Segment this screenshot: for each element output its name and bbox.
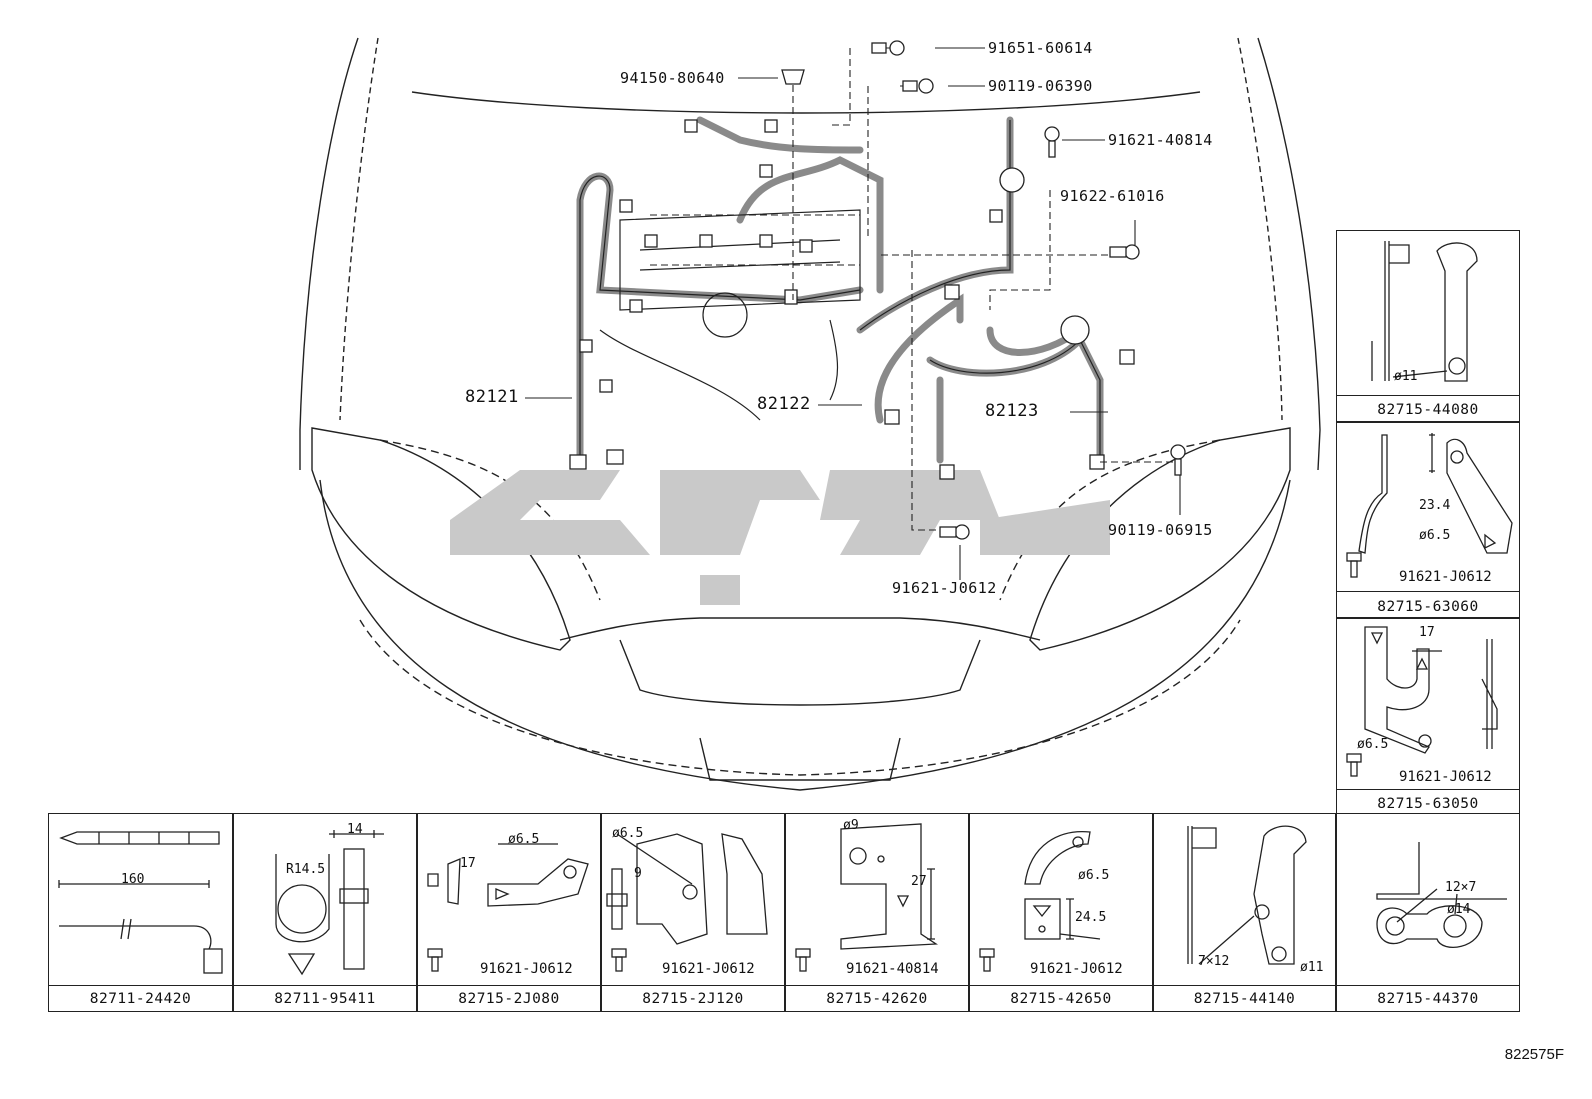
bracket-drawing [1371, 241, 1478, 382]
bolt-label: 91621-J0612 [662, 961, 755, 977]
bracket-drawing [1346, 626, 1498, 777]
right-panel-1: ø11 82715-44080 [1336, 230, 1520, 422]
bracket-drawing [1346, 433, 1513, 578]
bottom-panel-1: 160 82711-24420 [48, 813, 233, 1012]
right-panel-2: 23.4 ø6.5 91621-J0612 82715-63060 [1336, 422, 1520, 618]
callout-text: ø9 [843, 818, 859, 833]
bottom-panel-8: 12×7 ø14 82715-44370 [1336, 813, 1520, 1012]
callout-text: 9 [634, 866, 642, 881]
bottom-panel-4: ø6.5 9 91621-J0612 82715-2J120 [601, 813, 785, 1012]
part-number: 82711-95411 [274, 991, 376, 1007]
callout-text: ø6.5 [1419, 528, 1451, 543]
part-number: 82715-44370 [1377, 991, 1479, 1007]
bolt-label: 91621-J0612 [1030, 961, 1123, 977]
bracket-drawing [979, 830, 1101, 972]
bottom-panel-7: 7×12 ø11 82715-44140 [1153, 813, 1336, 1012]
bracket-drawing [1376, 842, 1507, 948]
bolt-label: 91621-J0612 [1399, 569, 1492, 585]
callout-text: ø11 [1394, 369, 1418, 384]
part-number: 82715-42620 [826, 991, 928, 1007]
callout-text: 14 [347, 822, 363, 837]
part-82121: 82121 [465, 387, 519, 407]
part-91651-60614: 91651-60614 [988, 39, 1093, 57]
part-number: 82715-44140 [1193, 991, 1296, 1007]
bolt-label: 91621-J0612 [1399, 769, 1492, 785]
document-id: 822575F [1504, 1046, 1564, 1063]
callout-text: 17 [460, 856, 476, 871]
bottom-panel-3: ø6.5 17 91621-J0612 82715-2J080 [417, 813, 601, 1012]
bracket-drawing [606, 833, 768, 972]
part-94150-80640: 94150-80640 [620, 69, 725, 87]
callout-text: 160 [121, 872, 145, 887]
part-91622-61016: 91622-61016 [1060, 187, 1165, 205]
part-number: 82715-2J080 [458, 991, 560, 1007]
watermark-logo [450, 470, 1110, 605]
bracket-drawing [427, 843, 589, 972]
clip-drawing [58, 831, 223, 974]
part-82123: 82123 [985, 401, 1039, 421]
part-number: 82715-63060 [1377, 599, 1479, 615]
callout-text: ø6.5 [508, 832, 540, 847]
bottom-panel-5: ø9 27 91621-40814 82715-42620 [785, 813, 969, 1012]
callout-text: 24.5 [1075, 910, 1107, 925]
part-number: 82715-44080 [1377, 402, 1479, 418]
right-panel-3: 17 ø6.5 91621-J0612 82715-63050 [1336, 618, 1520, 814]
part-91621-J0612: 91621-J0612 [892, 579, 997, 597]
callout-text: 27 [911, 874, 927, 889]
part-number: 82715-42650 [1010, 991, 1112, 1007]
callout-text: 23.4 [1419, 498, 1451, 513]
callout-text: 12×7 [1445, 880, 1477, 895]
clip-drawing [275, 830, 384, 976]
bottom-panel-6: ø6.5 24.5 91621-J0612 82715-42650 [969, 813, 1153, 1012]
bracket-drawing [1187, 825, 1307, 965]
callout-text: ø6.5 [1357, 737, 1389, 752]
part-82122: 82122 [757, 394, 811, 414]
callout-text: 7×12 [1198, 954, 1230, 969]
callout-text: 17 [1419, 625, 1435, 640]
bracket-drawing [795, 823, 938, 972]
part-90119-06915: 90119-06915 [1108, 521, 1213, 539]
callout-text: R14.5 [286, 862, 326, 877]
part-number: 82715-2J120 [642, 991, 744, 1007]
callout-text: ø6.5 [1078, 868, 1110, 883]
bolt-label: 91621-40814 [846, 961, 939, 977]
callout-text: ø6.5 [612, 826, 644, 841]
part-number: 82711-24420 [89, 991, 192, 1007]
bolt-label: 91621-J0612 [480, 961, 573, 977]
part-number: 82715-63050 [1377, 796, 1479, 812]
bottom-panel-2: 14 R14.5 82711-95411 [233, 813, 417, 1012]
part-91621-40814: 91621-40814 [1108, 131, 1213, 149]
callout-text: ø11 [1300, 960, 1324, 975]
callout-text: ø14 [1447, 902, 1471, 917]
part-90119-06390: 90119-06390 [988, 77, 1093, 95]
